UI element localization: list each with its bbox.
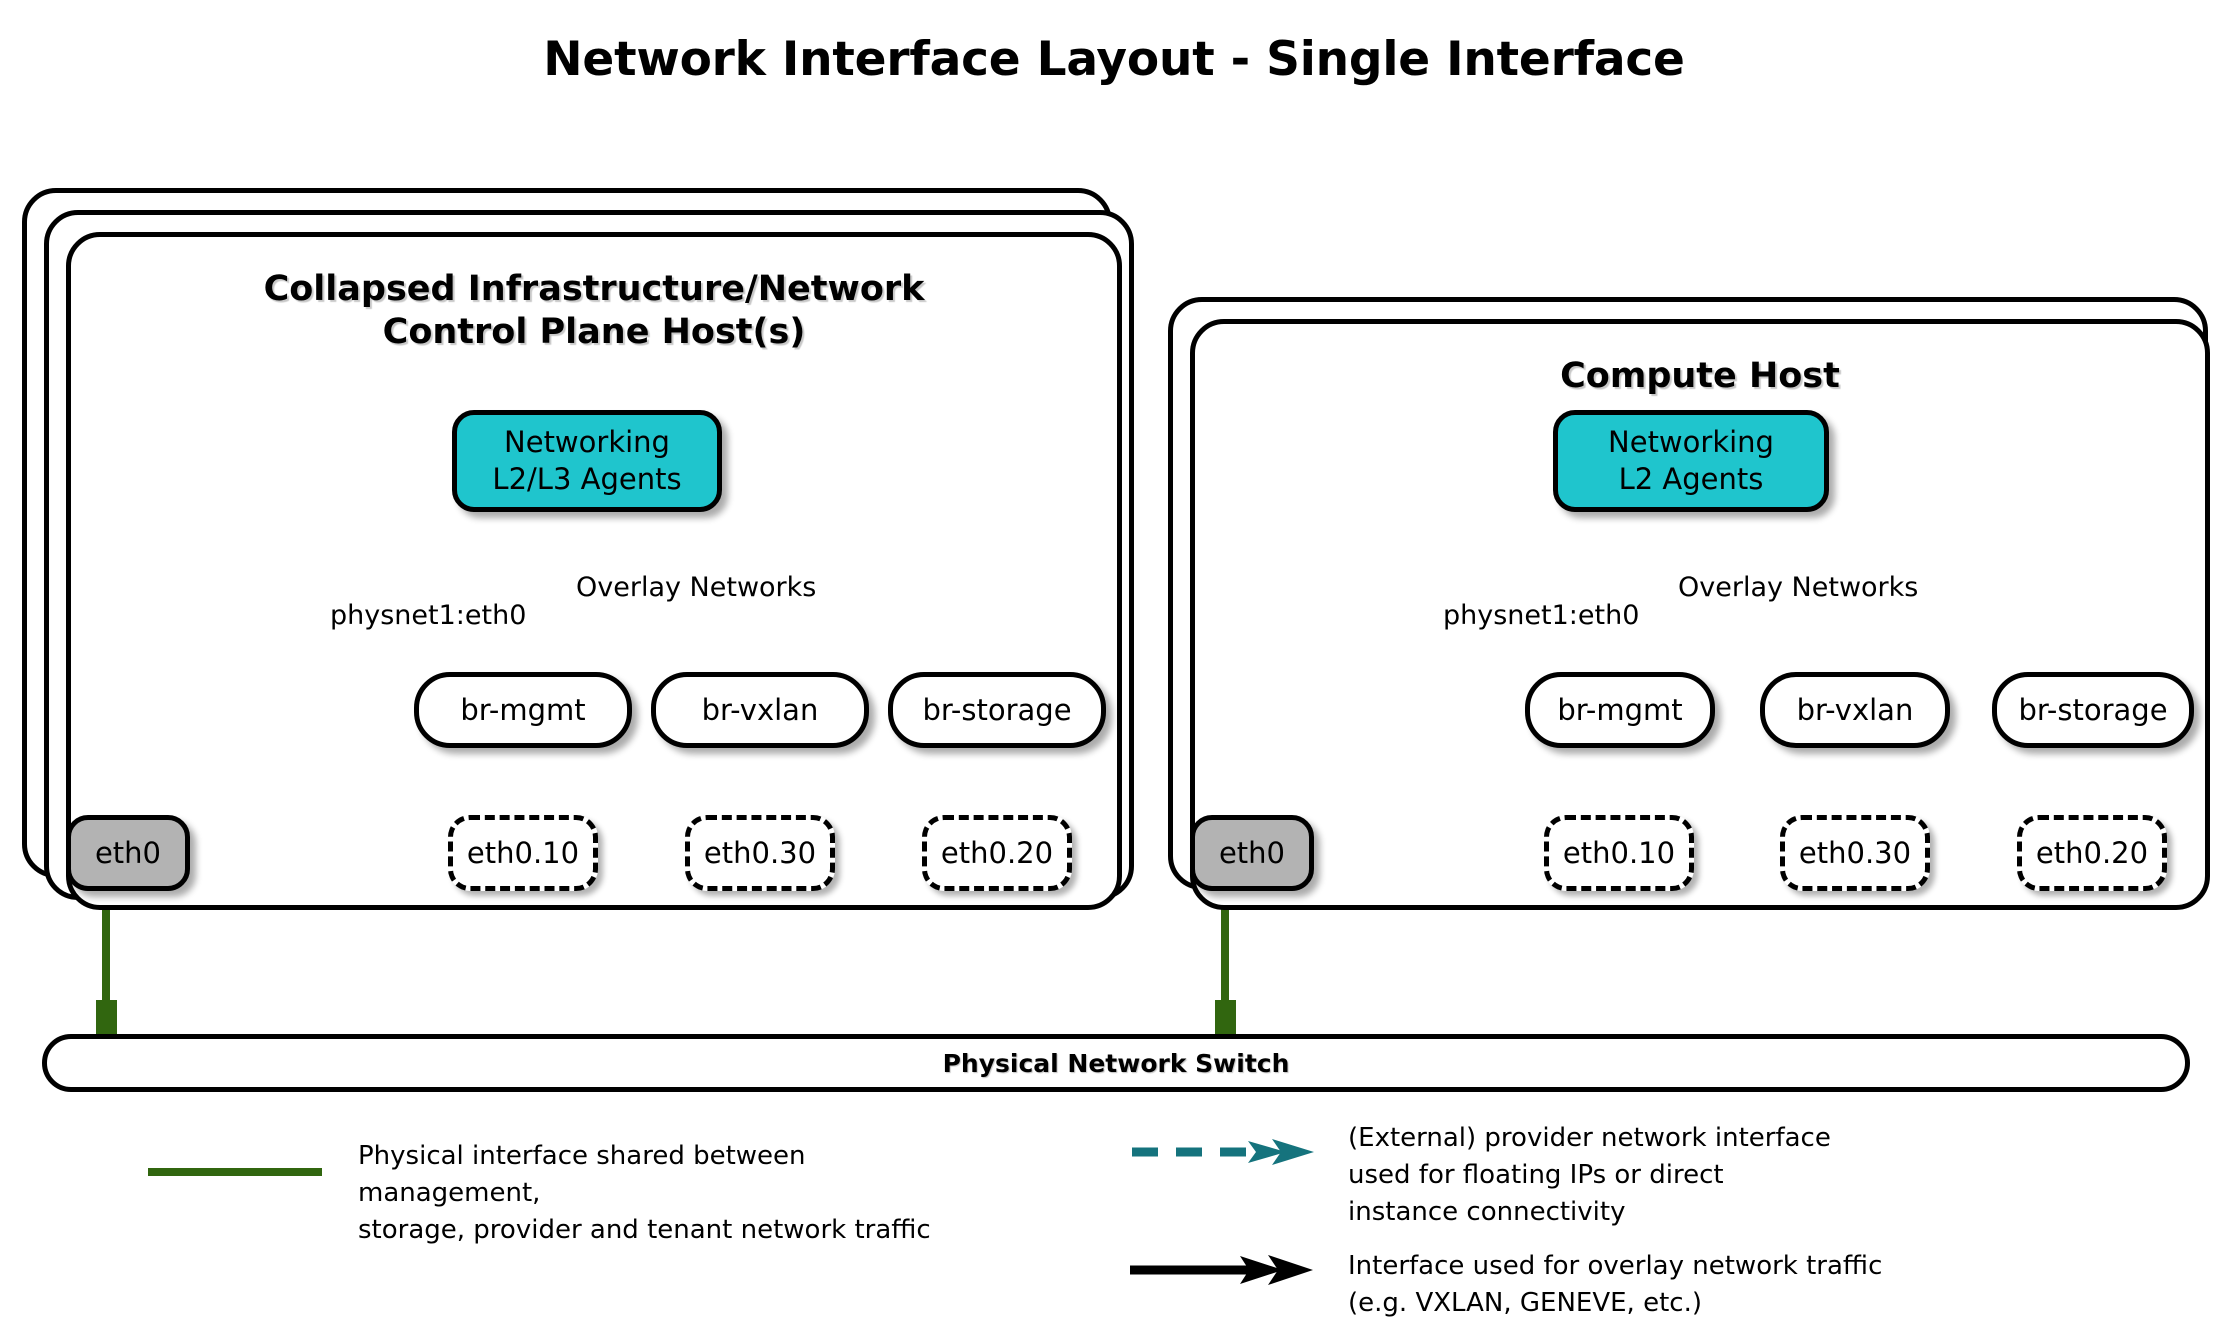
compute-vlan-eth0-10[interactable]: eth0.10 [1544, 815, 1694, 891]
compute-host-title: Compute Host [1190, 355, 2210, 398]
compute-agents-line2: L2 Agents [1618, 462, 1764, 496]
compute-networking-agents-node[interactable]: Networking L2 Agents [1553, 410, 1829, 512]
control-plane-bridge-br-mgmt[interactable]: br-mgmt [414, 672, 632, 748]
control-plane-agents-line1: Networking [504, 424, 670, 459]
control-plane-host-title: Collapsed Infrastructure/Network Control… [66, 268, 1122, 353]
switch-label: Physical Network Switch [942, 1048, 1290, 1078]
compute-bridge-br-storage[interactable]: br-storage [1992, 672, 2194, 748]
legend-marker-overlay [1130, 1255, 1313, 1285]
bridge-label: br-mgmt [1557, 693, 1683, 727]
vlan-label: eth0.20 [2035, 836, 2149, 870]
control-plane-host-title-line1: Collapsed Infrastructure/Network [263, 269, 925, 309]
bridge-label: br-storage [2018, 693, 2168, 727]
compute-overlay-edge-label: Overlay Networks [1678, 572, 1919, 603]
legend-item-overlay-text: Interface used for overlay network traff… [1348, 1251, 1883, 1318]
control-plane-agents-line2: L2/L3 Agents [492, 462, 682, 496]
control-plane-bridge-br-vxlan[interactable]: br-vxlan [651, 672, 869, 748]
compute-bridge-br-mgmt[interactable]: br-mgmt [1525, 672, 1715, 748]
control-plane-bridge-br-storage[interactable]: br-storage [888, 672, 1106, 748]
compute-bridge-br-vxlan[interactable]: br-vxlan [1760, 672, 1950, 748]
compute-vlan-eth0-20[interactable]: eth0.20 [2017, 815, 2167, 891]
bridge-label: br-storage [922, 693, 1072, 727]
control-plane-provider-edge-label: physnet1:eth0 [330, 600, 527, 631]
control-plane-vlan-eth0-20[interactable]: eth0.20 [922, 815, 1072, 891]
legend-item-provider-text: (External) provider network interface us… [1348, 1123, 1831, 1227]
phys-label: eth0 [94, 836, 162, 870]
control-plane-vlan-eth0-30[interactable]: eth0.30 [685, 815, 835, 891]
control-plane-overlay-edge-label: Overlay Networks [576, 572, 817, 603]
legend-marker-provider [1132, 1139, 1314, 1165]
compute-physical-interface-eth0[interactable]: eth0 [1190, 815, 1314, 891]
compute-agents-line1: Networking [1608, 424, 1774, 459]
compute-host-title-line1: Compute Host [1560, 356, 1840, 396]
compute-provider-edge-label: physnet1:eth0 [1443, 600, 1640, 631]
control-plane-vlan-eth0-10[interactable]: eth0.10 [448, 815, 598, 891]
vlan-label: eth0.10 [466, 836, 580, 870]
vlan-label: eth0.30 [1798, 836, 1912, 870]
vlan-label: eth0.20 [940, 836, 1054, 870]
vlan-label: eth0.30 [703, 836, 817, 870]
page-title: Network Interface Layout - Single Interf… [543, 32, 1685, 87]
bridge-label: br-vxlan [701, 693, 819, 727]
legend-item-physical-text: Physical interface shared between manage… [358, 1141, 931, 1245]
compute-vlan-eth0-30[interactable]: eth0.30 [1780, 815, 1930, 891]
host-card-front [66, 232, 1122, 910]
vlan-label: eth0.10 [1562, 836, 1676, 870]
bridge-label: br-vxlan [1796, 693, 1914, 727]
phys-label: eth0 [1218, 836, 1286, 870]
control-plane-networking-agents-node[interactable]: Networking L2/L3 Agents [452, 410, 722, 512]
bridge-label: br-mgmt [460, 693, 586, 727]
control-plane-host-title-line2: Control Plane Host(s) [382, 311, 806, 352]
control-plane-physical-interface-eth0[interactable]: eth0 [66, 815, 190, 891]
physical-network-switch[interactable]: Physical Network Switch [42, 1034, 2190, 1092]
